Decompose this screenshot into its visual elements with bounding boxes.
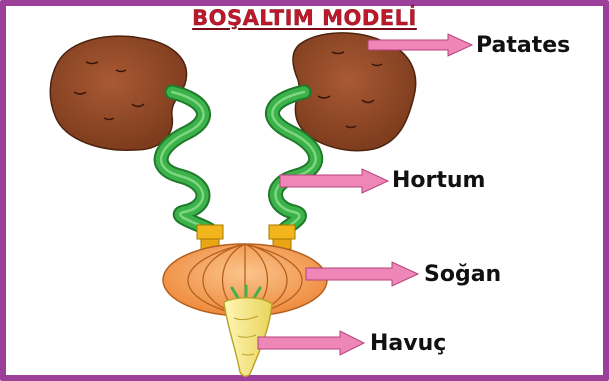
hoses <box>161 92 316 232</box>
label-havuc: Havuç <box>370 331 446 356</box>
label-patates: Patates <box>476 33 570 58</box>
label-sogan: Soğan <box>424 262 501 287</box>
carrot <box>224 286 272 376</box>
arrow-right-icon <box>258 331 364 355</box>
label-hortum: Hortum <box>392 168 485 193</box>
